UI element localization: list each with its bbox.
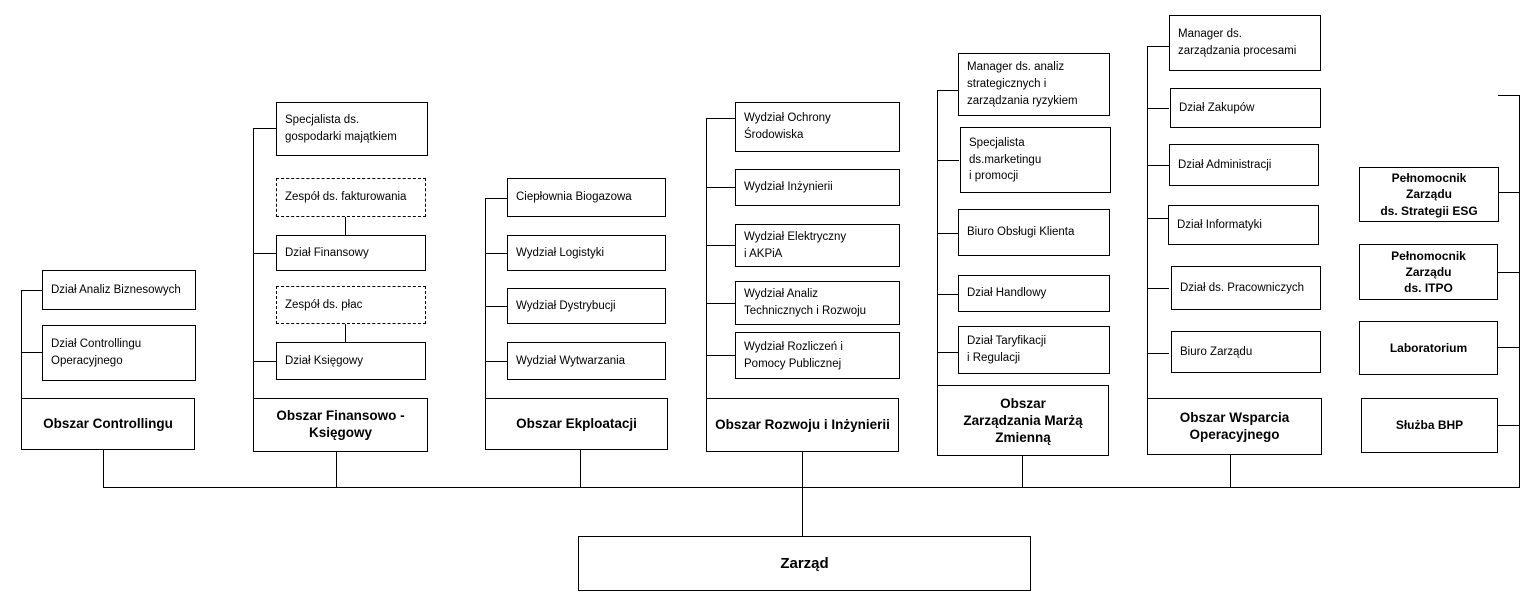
connector-line — [706, 118, 707, 400]
connector-line — [485, 198, 486, 400]
connector-line — [1498, 347, 1520, 348]
connector-line — [485, 306, 508, 307]
area-box-wsparcie: Obszar Wsparcia Operacyjnego — [1147, 398, 1322, 455]
connector-line — [1147, 108, 1169, 109]
unit-box: Dział Taryfikacji i Regulacji — [958, 326, 1110, 374]
connector-line — [580, 450, 581, 488]
connector-line — [485, 253, 508, 254]
area-box-eksploatacja: Obszar Ekploatacji — [485, 398, 668, 450]
connector-line — [937, 90, 959, 91]
unit-box: Wydział Elektryczny i AKPiA — [735, 224, 900, 267]
unit-box: Manager ds. analiz strategicznych i zarz… — [958, 53, 1110, 116]
connector-line — [937, 90, 938, 387]
area-box-marza: Obszar Zarządzania Marżą Zmienną — [937, 385, 1109, 456]
connector-line — [103, 450, 104, 488]
connector-line — [1498, 192, 1520, 193]
unit-box: Dział Analiz Biznesowych — [42, 270, 196, 310]
unit-box: Specjalista ds.marketingu i promocji — [960, 127, 1111, 193]
connector-line — [1147, 353, 1169, 354]
board-unit-box: Pełnomocnik Zarządu ds. ITPO — [1359, 244, 1498, 300]
connector-line — [937, 294, 959, 295]
unit-box: Ciepłownia Biogazowa — [507, 178, 666, 217]
unit-box: Manager ds. zarządzania procesami — [1169, 15, 1321, 71]
connector-line — [345, 216, 346, 236]
connector-line — [937, 160, 959, 161]
connector-line — [1147, 46, 1169, 47]
unit-box: Wydział Ochrony Środowiska — [735, 102, 900, 152]
connector-line — [1147, 218, 1169, 219]
connector-line — [706, 303, 736, 304]
connector-line — [1147, 165, 1169, 166]
unit-box: Specjalista ds. gospodarki majątkiem — [276, 102, 428, 156]
unit-box: Dział Handlowy — [958, 275, 1110, 312]
area-box-finanse: Obszar Finansowo - Księgowy — [253, 398, 428, 452]
connector-line — [802, 452, 803, 488]
connector-line — [937, 233, 959, 234]
connector-line — [706, 245, 736, 246]
board-unit-box: Służba BHP — [1361, 398, 1498, 453]
team-box: Zespół ds. fakturowania — [276, 178, 426, 217]
connector-line — [706, 355, 736, 356]
connector-line — [253, 128, 254, 400]
connector-line — [253, 253, 276, 254]
unit-box: Wydział Rozliczeń i Pomocy Publicznej — [735, 332, 900, 379]
connector-line — [1498, 425, 1520, 426]
unit-box: Dział Informatyki — [1168, 205, 1319, 245]
connector-line — [21, 290, 22, 400]
connector-line — [706, 187, 736, 188]
team-box: Zespół ds. płac — [276, 286, 426, 324]
connector-line — [1498, 95, 1520, 96]
unit-box: Dział Controllingu Operacyjnego — [42, 325, 196, 381]
connector-line — [253, 361, 276, 362]
area-box-rozwoj: Obszar Rozwoju i Inżynierii — [706, 398, 899, 452]
connector-line — [1022, 455, 1023, 488]
root-box-zarzad: Zarząd — [578, 536, 1031, 591]
connector-line — [253, 128, 276, 129]
unit-box: Wydział Inżynierii — [735, 169, 900, 206]
unit-box: Dział Zakupów — [1170, 88, 1321, 128]
connector-line — [802, 487, 803, 536]
unit-box: Wydział Logistyki — [507, 235, 666, 271]
unit-box: Wydział Dystrybucji — [507, 288, 666, 324]
unit-box: Dział Księgowy — [276, 342, 426, 380]
connector-line — [1498, 272, 1520, 273]
connector-line — [345, 323, 346, 343]
connector-line — [706, 118, 736, 119]
board-unit-box: Laboratorium — [1359, 321, 1498, 375]
connector-line — [485, 361, 508, 362]
board-unit-box: Pełnomocnik Zarządu ds. Strategii ESG — [1359, 167, 1499, 222]
connector-line — [336, 452, 337, 488]
connector-line — [485, 198, 508, 199]
unit-box: Wydział Wytwarzania — [507, 342, 666, 380]
area-box-controlling: Obszar Controllingu — [21, 398, 195, 450]
unit-box: Wydział Analiz Technicznych i Rozwoju — [735, 281, 900, 325]
connector-line — [1230, 455, 1231, 488]
connector-line — [1147, 46, 1148, 400]
connector-line — [103, 487, 1519, 488]
connector-line — [21, 290, 43, 291]
unit-box: Dział ds. Pracowniczych — [1171, 266, 1321, 310]
unit-box: Biuro Obsługi Klienta — [958, 209, 1110, 256]
connector-line — [937, 352, 959, 353]
unit-box: Dział Finansowy — [276, 235, 426, 271]
connector-line — [1519, 95, 1520, 488]
connector-line — [1147, 288, 1169, 289]
unit-box: Dział Administracji — [1169, 144, 1319, 186]
connector-line — [21, 352, 43, 353]
unit-box: Biuro Zarządu — [1171, 331, 1321, 373]
